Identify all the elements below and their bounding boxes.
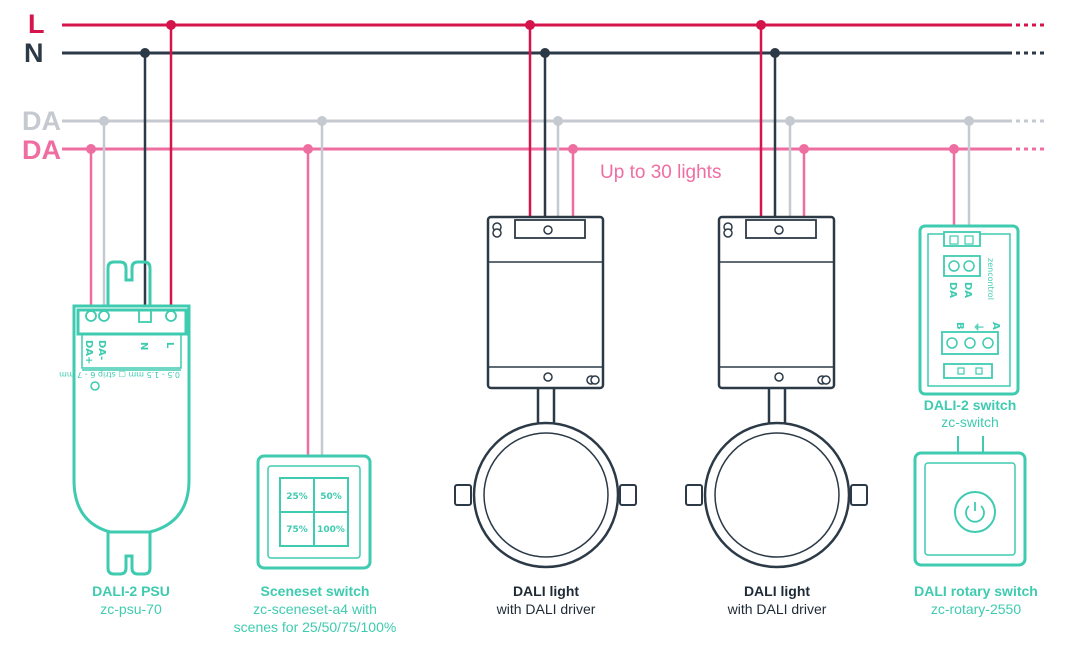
dali-switch-brand: zencontrol [986,258,995,300]
scene-button-100[interactable]: 100% [317,525,345,535]
sceneset-model-line2: scenes for 25/50/75/100% [234,619,397,635]
light-2-subtitle: with DALI driver [727,601,827,617]
sceneset-title: Sceneset switch [261,583,370,599]
psu-device [72,260,191,576]
psu-strip-note: 0.5 - 1.5 mm ▢ strip 6 - 7 mm [59,370,180,379]
rotary-title: DALI rotary switch [914,583,1038,599]
sceneset-model-line1: zc-sceneset-a4 with [253,601,377,617]
dali-switch-terminal-b: B [954,322,965,330]
lights-count-annotation: Up to 30 lights [600,162,721,183]
rotary-model: zc-rotary-2550 [931,601,1021,617]
rotary-device [913,451,1027,567]
junction-dots [86,20,974,154]
light-1-title: DALI light [513,583,579,599]
da-minus-bus-label: DA [22,106,61,136]
psu-model: zc-psu-70 [100,601,162,617]
light-1-subtitle: with DALI driver [496,601,596,617]
dali-switch-title: DALI-2 switch [924,397,1017,413]
psu-terminals [85,309,177,323]
psu-terminal-n: N [138,342,149,350]
light-1-device [454,215,637,569]
scene-button-75[interactable]: 75% [286,525,308,535]
dali-switch-da-label-1: DA [947,282,958,298]
dali-switch-terminal-ground: ⏚ [972,322,984,332]
scene-button-25[interactable]: 25% [286,492,308,502]
light-2-device [685,215,868,569]
psu-terminal-da-plus: DA+ [83,340,94,364]
dali-switch-device [918,224,1020,396]
da-plus-bus-label: DA [22,135,61,165]
psu-terminal-da-minus: DA- [96,340,107,360]
live-bus-label: L [28,9,45,39]
switch-rotary-link [957,436,984,453]
bus-lines [62,23,1046,151]
neutral-bus-label: N [24,38,44,68]
drop-wires [89,25,971,456]
dali-switch-terminal-a: A [990,322,1001,330]
sceneset-device [256,454,372,570]
scene-button-50[interactable]: 50% [320,492,342,502]
dali-switch-da-label-2: DA [962,282,973,298]
psu-terminal-l: L [164,342,175,349]
power-icon[interactable] [954,491,996,533]
psu-title: DALI-2 PSU [92,583,170,599]
light-2-title: DALI light [744,583,810,599]
dali-switch-model: zc-switch [941,414,999,430]
